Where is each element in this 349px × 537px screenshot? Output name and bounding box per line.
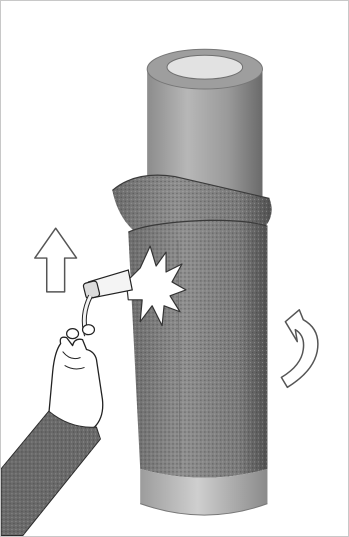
up-arrow-icon bbox=[35, 228, 77, 292]
torch-valve bbox=[83, 325, 95, 335]
pipe-bore bbox=[167, 55, 243, 79]
arm-sleeve bbox=[1, 411, 100, 535]
torch-valve bbox=[67, 329, 79, 339]
rotate-arrow-icon bbox=[281, 310, 318, 388]
gas-torch bbox=[67, 270, 133, 339]
